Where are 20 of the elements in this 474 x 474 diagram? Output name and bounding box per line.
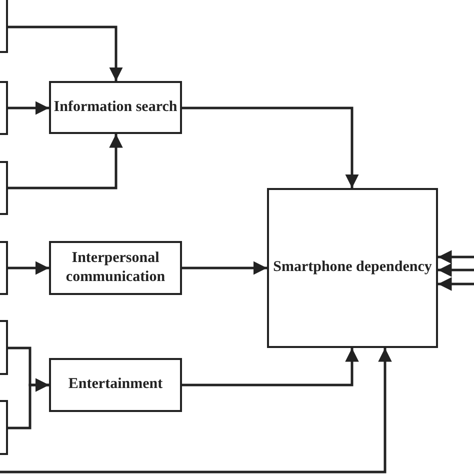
arrow (8, 101, 49, 115)
box-label: Smartphone dependency (273, 258, 432, 278)
arrow (438, 263, 474, 277)
arrow (8, 378, 49, 430)
box-label: Entertainment (68, 375, 163, 394)
factor-box (49, 241, 182, 295)
factor-box (49, 81, 182, 134)
arrow (182, 106, 359, 188)
arrow (438, 250, 474, 264)
arrow (182, 261, 267, 275)
arrow (8, 26, 123, 81)
arrow (8, 261, 49, 275)
box-label: Interpersonal communication (64, 248, 166, 287)
factor-box (49, 358, 182, 412)
box-label: Information search (54, 98, 178, 117)
arrow (182, 348, 359, 386)
arrow (438, 277, 474, 291)
arrow (0, 348, 392, 474)
arrow (8, 134, 123, 190)
outcome-box (267, 188, 438, 348)
